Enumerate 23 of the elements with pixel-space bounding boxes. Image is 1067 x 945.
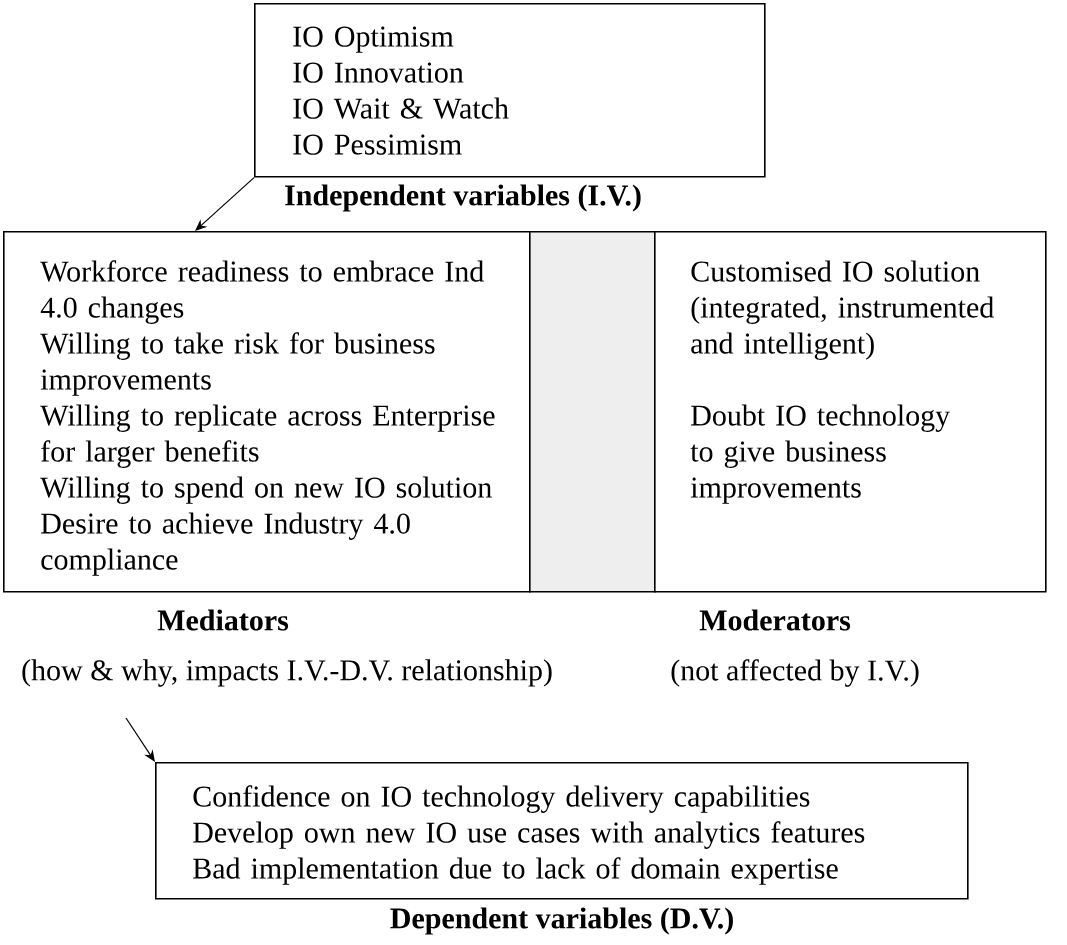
list-item: Doubt IO technology to give business improvements — [690, 404, 951, 504]
list-item: IO Optimism — [293, 26, 454, 53]
heading: Moderators — [699, 609, 851, 631]
list-item: Develop own new IO use cases with analytics features — [193, 821, 865, 849]
list-item: IO Innovation — [293, 62, 464, 83]
arrow — [195, 177, 255, 231]
note: (not affected by I.V.) — [671, 659, 919, 687]
list-item: Bad implementation due to lack of domain expertise — [193, 857, 838, 885]
shaded-cell — [529, 231, 656, 593]
list-item: Confidence on IO technology delivery capabilities — [193, 785, 810, 813]
list-item: IO Pessimism — [293, 134, 462, 155]
heading: Mediators — [157, 609, 289, 631]
list-item: Willing to spend on new IO solution — [40, 476, 492, 504]
list-item: Customised IO solution (integrated, instrumented and intelligent) — [691, 260, 994, 360]
list-item: Willing to replicate across Enterprise for larger benefits — [40, 404, 495, 468]
list-item: Workforce readiness to embrace Ind 4.0 changes — [40, 260, 484, 324]
arrow — [125, 717, 155, 762]
heading: Dependent variables (D.V.) — [390, 907, 733, 935]
list-item: Willing to take risk for business improvements — [40, 332, 435, 396]
heading: Independent variables (I.V.) — [285, 184, 641, 212]
note: (how & why, impacts I.V.-D.V. relationship) — [22, 659, 552, 687]
list-item: Desire to achieve Industry 4.0 compliance — [41, 512, 410, 576]
list-item: IO Wait & Watch — [293, 97, 509, 119]
